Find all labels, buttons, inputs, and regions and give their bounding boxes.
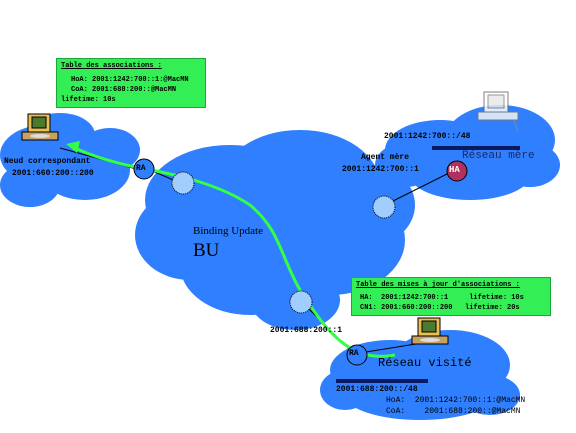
association-coa: CoA: 2001:688:200::@MacMN <box>71 86 177 94</box>
home-network-name: Réseau mère <box>462 150 535 162</box>
association-table-title: Table des associations : <box>61 62 162 70</box>
visited-network-name: Réseau visité <box>378 356 472 370</box>
home-prefix: 2001:1242:700::/48 <box>384 132 471 141</box>
update-row-ha: HA: 2001:1242:700::1 lifetime: 10s <box>360 294 524 302</box>
network-bars <box>336 146 520 383</box>
visited-router-address: 2001:688:200::1 <box>270 326 343 335</box>
mobile-coa: CoA: 2001:688:200::@MacMN <box>386 407 521 416</box>
binding-update-short: BU <box>193 240 220 261</box>
association-lifetime: lifetime: 10s <box>61 96 116 104</box>
visited-prefix: 2001:688:200::/48 <box>336 385 418 394</box>
interface-nodes <box>171 171 396 314</box>
mobile-node-icon <box>411 317 449 345</box>
binding-update-label: Binding Update <box>193 225 263 237</box>
ra-visited-badge: RA <box>349 349 359 358</box>
computer-icon <box>21 113 59 141</box>
association-table: Table des associations : HoA: 2001:1242:… <box>56 58 206 108</box>
correspondent-cloud <box>0 113 140 207</box>
router-ra-correspondent <box>133 158 155 180</box>
update-row-cn: CN1: 2001:660:200::200 lifetime: 20s <box>360 304 520 312</box>
correspondent-address: 2001:660:200::200 <box>12 169 94 178</box>
home-computer-icon <box>477 91 519 133</box>
home-agent-address: 2001:1242:700::1 <box>342 165 419 174</box>
internet-cloud <box>135 130 415 330</box>
ra-correspondent-badge: RA <box>136 164 146 173</box>
association-hoa: HoA: 2001:1242:700::1:@MacMN <box>71 76 189 84</box>
mobile-hoa: HoA: 2001:1242:700::1:@MacMN <box>386 396 526 405</box>
home-agent-name: Agent mère <box>361 153 410 162</box>
update-table: Table des mises à jour d'associations : … <box>351 277 551 316</box>
correspondent-name: Neud correspondant <box>4 157 91 166</box>
ha-badge: HA <box>449 165 460 175</box>
binding-update-path <box>66 141 396 358</box>
update-table-title: Table des mises à jour d'associations : <box>356 281 520 289</box>
router-ra-visited <box>346 344 368 366</box>
router-ha <box>446 160 468 182</box>
